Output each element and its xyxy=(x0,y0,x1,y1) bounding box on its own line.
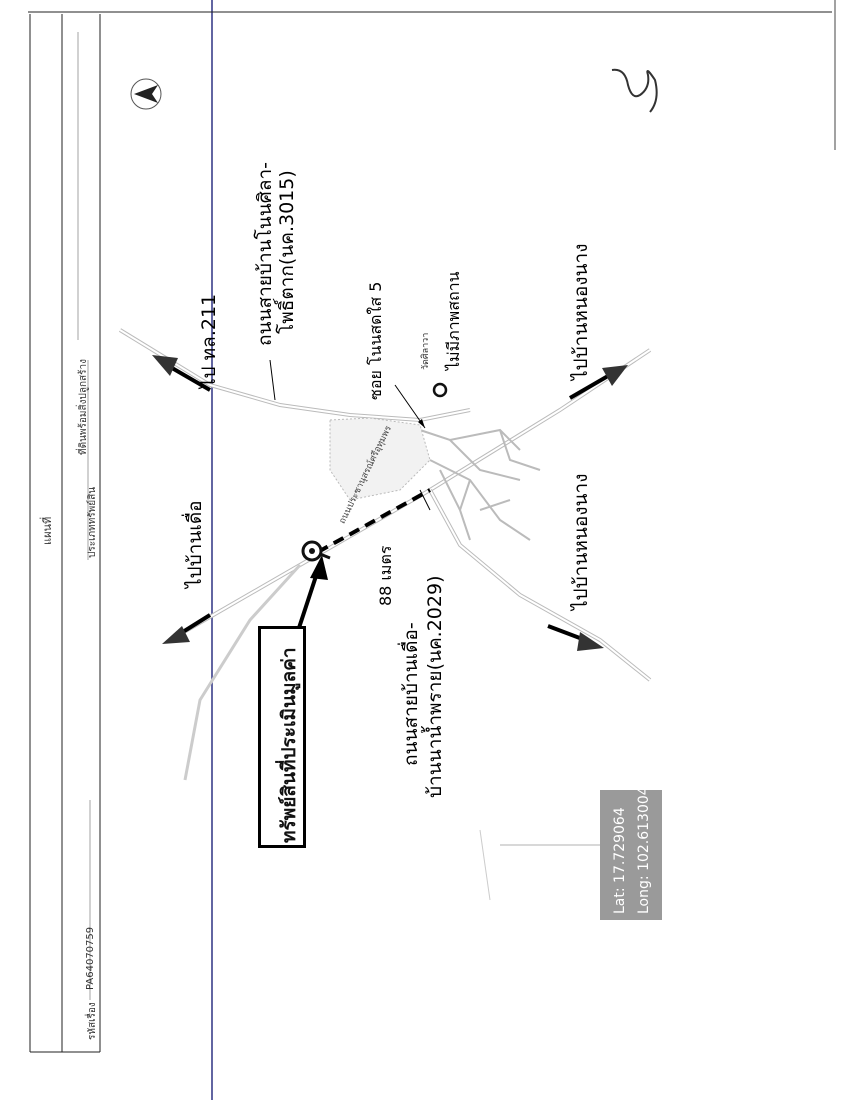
label-soi: ซอย โนนสดใส 5 xyxy=(366,281,385,400)
subject-label: ทรัพย์สินที่ประเมินมูลค่า xyxy=(278,647,300,843)
label-to-ban-duea: ไปบ้านเดื่อ xyxy=(184,500,206,588)
coordinates-box: Lat: 17.729064 Long: 102.613004 xyxy=(600,786,662,920)
label-to-hwy-211: ไป ทล.211 xyxy=(198,293,220,388)
road-3015-leader xyxy=(269,359,276,401)
label-to-ban-nong-nang-right: ไปบ้านหนองนาง xyxy=(570,243,592,380)
coord-long: Long: 102.613004 xyxy=(636,786,652,914)
builtup-area xyxy=(329,417,431,501)
subject-label-box: ทรัพย์สินที่ประเมินมูลค่า xyxy=(258,626,306,848)
village-roads xyxy=(419,428,541,541)
distance-line xyxy=(317,488,431,554)
label-distance: 88 เมตร xyxy=(376,545,395,606)
north-arrow-icon xyxy=(130,78,162,110)
label-road-3015-line2: โพธิ์ตาก(นค.3015) xyxy=(276,170,298,334)
label-landmark: ไม่มีภาพสถาน xyxy=(444,271,463,370)
label-to-ban-nong-nang-left: ไปบ้านหนองนาง xyxy=(570,473,592,610)
coord-lat: Lat: 17.729064 xyxy=(612,807,628,914)
label-road-2029-line2: บ้านนาน้ำพราย(นค.2029) xyxy=(424,575,446,798)
landmark-circle-icon xyxy=(432,382,448,398)
location-pin-icon xyxy=(301,540,331,562)
road-2029-leader xyxy=(419,489,431,511)
label-temple: วัดศิลาวา xyxy=(421,332,431,370)
